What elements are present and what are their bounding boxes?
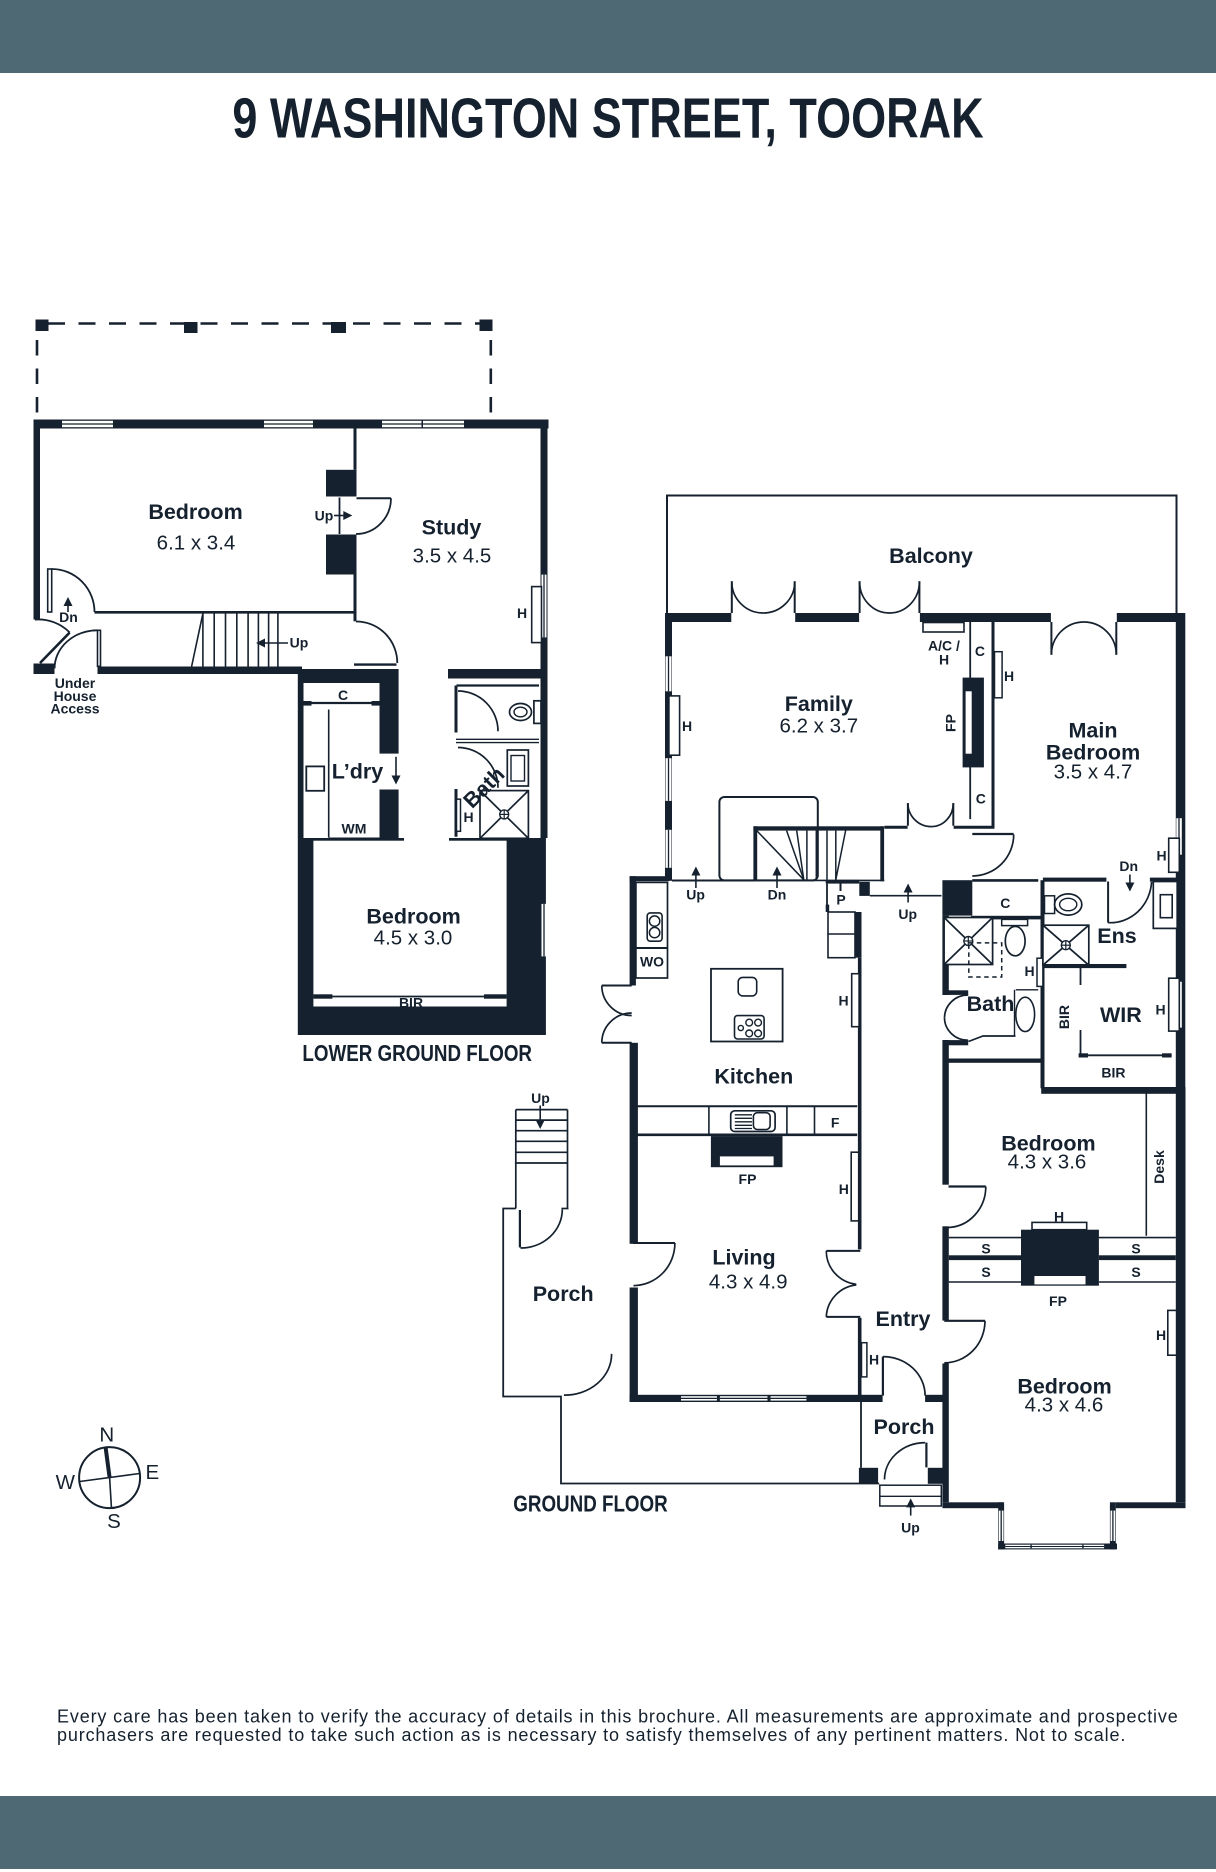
svg-text:C: C xyxy=(1000,895,1010,911)
svg-text:4.3 x 4.9: 4.3 x 4.9 xyxy=(709,1271,788,1294)
svg-text:Living: Living xyxy=(712,1246,775,1270)
svg-text:Bedroom: Bedroom xyxy=(1001,1131,1095,1155)
svg-text:S: S xyxy=(1131,1241,1140,1257)
svg-text:E: E xyxy=(145,1461,159,1484)
svg-text:WM: WM xyxy=(342,821,367,837)
svg-text:H: H xyxy=(463,809,473,825)
svg-text:6.1 x 3.4: 6.1 x 3.4 xyxy=(157,532,236,555)
svg-text:H: H xyxy=(517,605,527,621)
svg-text:BIR: BIR xyxy=(1101,1065,1125,1081)
svg-text:H: H xyxy=(1054,1209,1064,1225)
svg-text:WIR: WIR xyxy=(1100,1003,1142,1027)
svg-text:Bedroom: Bedroom xyxy=(366,905,460,929)
svg-text:Balcony: Balcony xyxy=(889,544,973,568)
svg-text:H: H xyxy=(1004,668,1014,684)
svg-text:Up: Up xyxy=(898,906,917,922)
svg-text:Dn: Dn xyxy=(1119,858,1138,874)
svg-text:H: H xyxy=(1024,963,1034,979)
svg-text:FP: FP xyxy=(739,1171,757,1187)
svg-text:F: F xyxy=(831,1115,840,1131)
svg-text:BIR: BIR xyxy=(1056,1005,1072,1029)
svg-text:3.5 x 4.5: 3.5 x 4.5 xyxy=(413,545,492,568)
svg-text:Bath: Bath xyxy=(967,992,1015,1016)
svg-text:L’dry: L’dry xyxy=(332,760,383,784)
svg-text:Study: Study xyxy=(422,516,482,540)
svg-text:Ens: Ens xyxy=(1097,924,1136,948)
svg-text:C: C xyxy=(338,687,348,703)
svg-text:Dn: Dn xyxy=(768,887,787,903)
svg-text:Bedroom: Bedroom xyxy=(1017,1375,1111,1399)
svg-text:H: H xyxy=(1156,848,1166,864)
svg-text:Family: Family xyxy=(785,692,853,716)
svg-text:Under: Under xyxy=(55,675,96,691)
svg-text:H: H xyxy=(869,1352,879,1368)
svg-text:Every care has been taken to v: Every care has been taken to verify the … xyxy=(57,1706,1179,1726)
svg-text:Up: Up xyxy=(686,887,705,903)
svg-text:6.2 x 3.7: 6.2 x 3.7 xyxy=(779,714,858,737)
svg-text:Up: Up xyxy=(290,635,309,651)
svg-text:W: W xyxy=(56,1471,76,1494)
svg-text:Up: Up xyxy=(531,1090,550,1106)
svg-text:S: S xyxy=(107,1510,121,1533)
svg-text:Porch: Porch xyxy=(533,1282,594,1306)
svg-text:Up: Up xyxy=(315,508,334,524)
svg-text:H: H xyxy=(1156,1327,1166,1343)
svg-text:4.3 x 4.6: 4.3 x 4.6 xyxy=(1025,1394,1104,1417)
svg-text:H: H xyxy=(1155,1002,1165,1018)
svg-text:S: S xyxy=(981,1264,990,1280)
svg-text:4.5 x 3.0: 4.5 x 3.0 xyxy=(374,926,453,949)
svg-text:S: S xyxy=(1131,1264,1140,1280)
svg-text:Main: Main xyxy=(1069,719,1118,743)
svg-text:Bedroom: Bedroom xyxy=(1046,741,1140,765)
svg-text:FP: FP xyxy=(1049,1293,1067,1309)
svg-text:P: P xyxy=(836,892,845,908)
svg-text:H: H xyxy=(682,718,692,734)
svg-text:N: N xyxy=(99,1423,114,1446)
svg-text:A/C /: A/C / xyxy=(928,638,960,654)
svg-text:Kitchen: Kitchen xyxy=(714,1065,793,1089)
svg-text:Access: Access xyxy=(50,701,99,717)
svg-text:FP: FP xyxy=(943,714,959,732)
svg-text:Dn: Dn xyxy=(59,609,78,625)
svg-text:H: H xyxy=(939,652,949,668)
svg-text:Desk: Desk xyxy=(1151,1150,1167,1184)
svg-text:LOWER GROUND FLOOR: LOWER GROUND FLOOR xyxy=(302,1040,532,1067)
svg-text:House: House xyxy=(54,688,97,704)
svg-text:GROUND FLOOR: GROUND FLOOR xyxy=(513,1491,667,1518)
svg-text:9 WASHINGTON STREET, TOORAK: 9 WASHINGTON STREET, TOORAK xyxy=(232,86,983,149)
svg-text:WO: WO xyxy=(640,954,664,970)
svg-text:Entry: Entry xyxy=(876,1307,931,1331)
svg-text:C: C xyxy=(975,643,985,659)
svg-text:Porch: Porch xyxy=(874,1415,935,1439)
svg-text:purchasers are requested to ta: purchasers are requested to take such ac… xyxy=(57,1725,1126,1745)
svg-text:BIR: BIR xyxy=(399,995,423,1011)
svg-text:4.3 x 3.6: 4.3 x 3.6 xyxy=(1008,1151,1087,1174)
svg-text:3.5 x 4.7: 3.5 x 4.7 xyxy=(1054,761,1133,784)
svg-text:S: S xyxy=(981,1241,990,1257)
svg-text:H: H xyxy=(839,993,849,1009)
svg-text:C: C xyxy=(976,791,986,807)
svg-text:H: H xyxy=(839,1181,849,1197)
svg-text:Bedroom: Bedroom xyxy=(148,500,242,524)
svg-text:Up: Up xyxy=(901,1520,920,1536)
